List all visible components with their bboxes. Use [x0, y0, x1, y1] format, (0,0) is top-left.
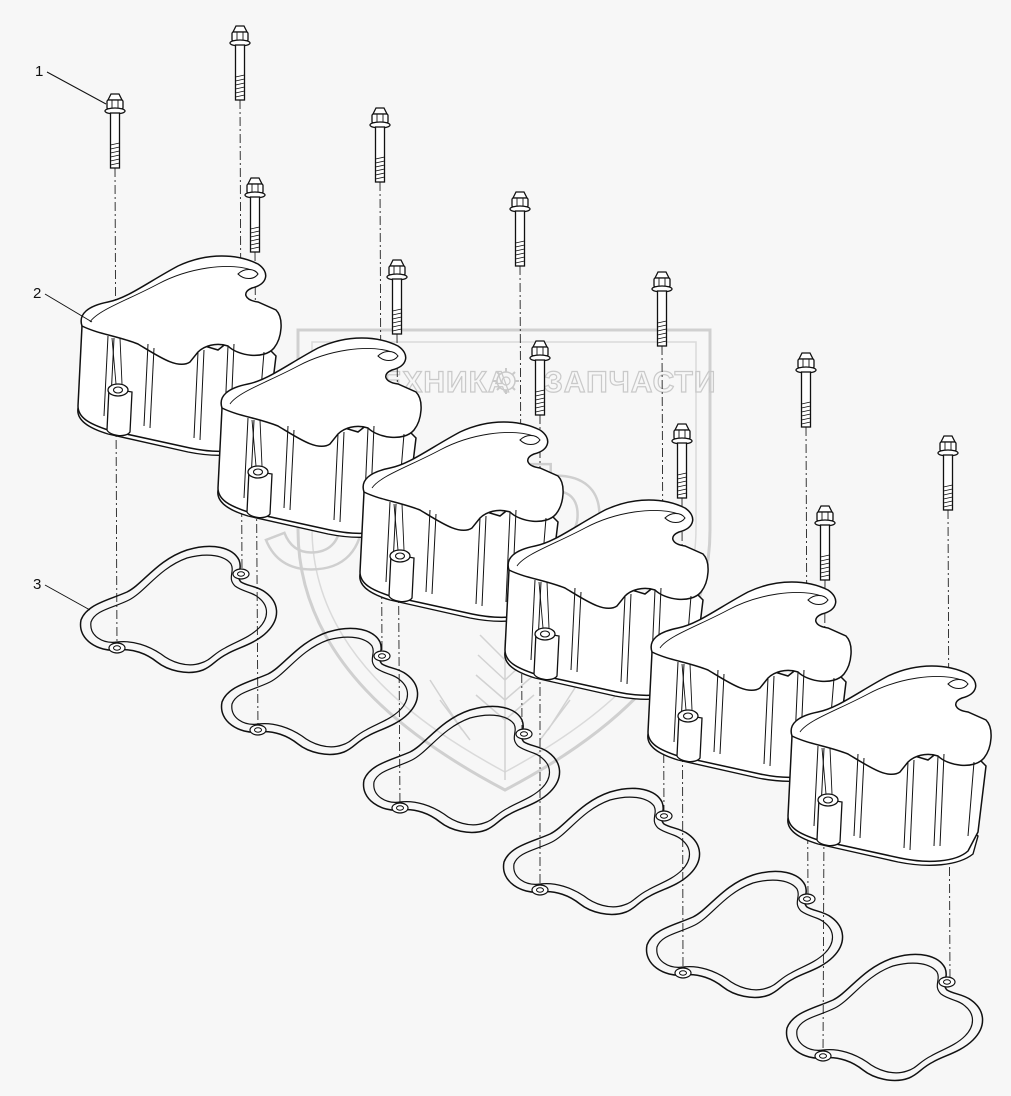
rear-bolt: [651, 271, 673, 347]
callout-number: 1: [35, 63, 43, 80]
front-bolt: [814, 505, 836, 581]
rear-bolt: [229, 25, 251, 101]
gasket: [645, 870, 844, 999]
gasket: [502, 787, 701, 916]
watermark-brand-right: ЗАПЧАСТИ: [544, 366, 716, 399]
rear-bolt: [937, 435, 959, 511]
front-bolt: [244, 177, 266, 253]
callout-1: 1: [35, 63, 107, 105]
rear-bolt: [795, 352, 817, 428]
front-bolt: [104, 93, 126, 169]
gasket: [785, 953, 984, 1082]
front-bolt: [386, 259, 408, 335]
callout-group: 1 2 3: [33, 63, 107, 611]
gasket: [79, 545, 278, 674]
front-bolt: [671, 423, 693, 499]
callout-number: 3: [33, 576, 41, 593]
rear-bolt: [509, 191, 531, 267]
callout-3: 3: [33, 576, 91, 611]
gasket: [362, 705, 561, 834]
gear-icon: [493, 368, 519, 394]
rear-bolt: [369, 107, 391, 183]
callout-number: 2: [33, 285, 41, 302]
rear-bolt-axis: [947, 509, 951, 983]
callout-2: 2: [33, 285, 93, 323]
